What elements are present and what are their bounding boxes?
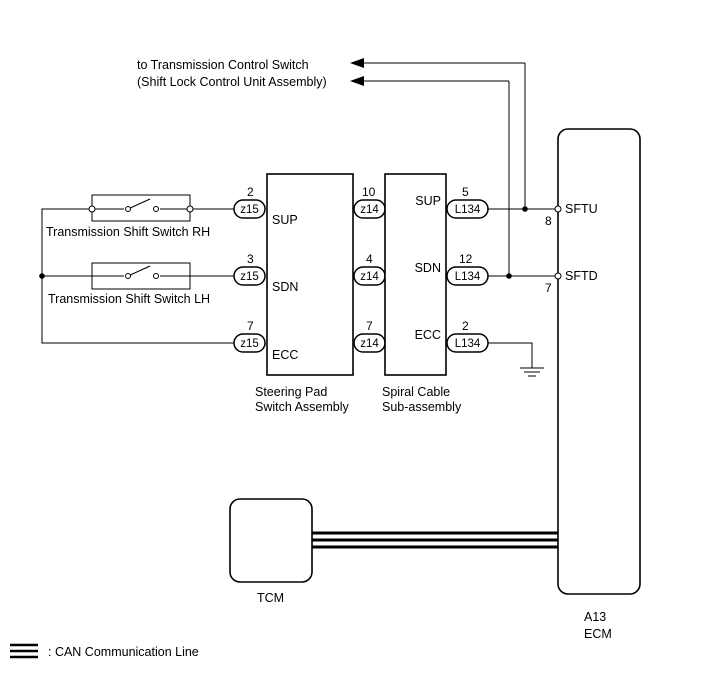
ecm-box (557, 128, 641, 595)
connector-z15 (233, 199, 266, 219)
switch-lh-label: Transmission Shift Switch LH (48, 292, 210, 306)
spiral-cable-name-line2: Sub-assembly (382, 400, 462, 414)
pin-number: 3 (247, 252, 254, 266)
ecm-code: A13 (584, 610, 606, 624)
ecm-terminal-signal: SFTD (565, 269, 598, 283)
destination-line2: (Shift Lock Control Unit Assembly) (137, 75, 327, 89)
connector-z14-label: z14 (360, 204, 379, 216)
switch-lh-terminal (125, 273, 131, 279)
connector-z14-label: z14 (360, 271, 379, 283)
junction-dot (39, 273, 45, 279)
spiral-cable-signal: ECC (415, 328, 441, 342)
switch-rh-label: Transmission Shift Switch RH (46, 225, 210, 239)
pin-number: 5 (462, 185, 469, 199)
switch-rh-end (186, 205, 194, 213)
destination-label: to Transmission Control Switch (Shift Lo… (137, 58, 327, 89)
steering-pad-box (266, 173, 354, 376)
ecm-terminal-pin: 8 (545, 214, 552, 228)
tcm-box (229, 498, 313, 583)
steering-pad-switch-assembly: SUP SDN ECC Steering Pad Switch Assembly… (233, 173, 386, 414)
connector-z15-label: z15 (240, 271, 259, 283)
pin-number: 7 (247, 319, 254, 333)
steering-pad-signal: SDN (272, 280, 298, 294)
ecm-terminal (554, 205, 562, 213)
legend: : CAN Communication Line (10, 643, 199, 659)
connector-z15 (233, 333, 266, 353)
steering-pad-signal: ECC (272, 348, 298, 362)
spiral-cable-name-line1: Spiral Cable (382, 385, 450, 399)
connector-l134-label: L134 (455, 204, 481, 216)
switch-rh-contact (127, 198, 151, 210)
transmission-shift-switch-rh: Transmission Shift Switch RH (46, 194, 210, 239)
steering-pad-name-line1: Steering Pad (255, 385, 327, 399)
spiral-cable-signal: SUP (415, 194, 441, 208)
can-communication-line (312, 531, 558, 549)
steering-pad-signal: SUP (272, 213, 298, 227)
switch-rh-end (88, 205, 96, 213)
connector-z15 (233, 266, 266, 286)
tcm: TCM (229, 498, 313, 605)
switch-rh-terminal (153, 206, 159, 212)
steering-pad-name-line2: Switch Assembly (255, 400, 350, 414)
connector-z15-label: z15 (240, 338, 259, 350)
junction-dot (506, 273, 512, 279)
switch-lh-contact (127, 265, 151, 277)
pin-number: 2 (247, 185, 254, 199)
destination-line1: to Transmission Control Switch (137, 58, 309, 72)
pin-number: 4 (366, 252, 373, 266)
spiral-cable-box (384, 173, 447, 376)
can-line-legend-icon (10, 643, 38, 659)
switch-rh-terminal (125, 206, 131, 212)
ecm-terminal-signal: SFTU (565, 202, 598, 216)
ecm-terminal-pin: 7 (545, 281, 552, 295)
wire-ecc-to-ground (488, 342, 533, 368)
spiral-cable-signal: SDN (415, 261, 441, 275)
spiral-cable-sub-assembly: SUP SDN ECC Spiral Cable Sub-assembly L1… (382, 173, 489, 414)
ecm-terminal (554, 272, 562, 280)
connector-z14-label: z14 (360, 338, 379, 350)
ecm: SFTU 8 SFTD 7 A13 ECM (545, 128, 641, 641)
tcm-label: TCM (257, 591, 284, 605)
pin-number: 2 (462, 319, 469, 333)
junction-dot (522, 206, 528, 212)
legend-can-label: : CAN Communication Line (48, 645, 199, 659)
ecm-name: ECM (584, 627, 612, 641)
ground-icon (520, 367, 544, 377)
pin-number: 7 (366, 319, 373, 333)
pin-number: 12 (459, 252, 473, 266)
connector-l134-label: L134 (455, 338, 481, 350)
transmission-shift-switch-lh: Transmission Shift Switch LH (48, 262, 210, 306)
connector-z15-label: z15 (240, 204, 259, 216)
switch-lh-terminal (153, 273, 159, 279)
connector-l134-label: L134 (455, 271, 481, 283)
switch-rh-body (91, 194, 191, 222)
pin-number: 10 (362, 185, 376, 199)
